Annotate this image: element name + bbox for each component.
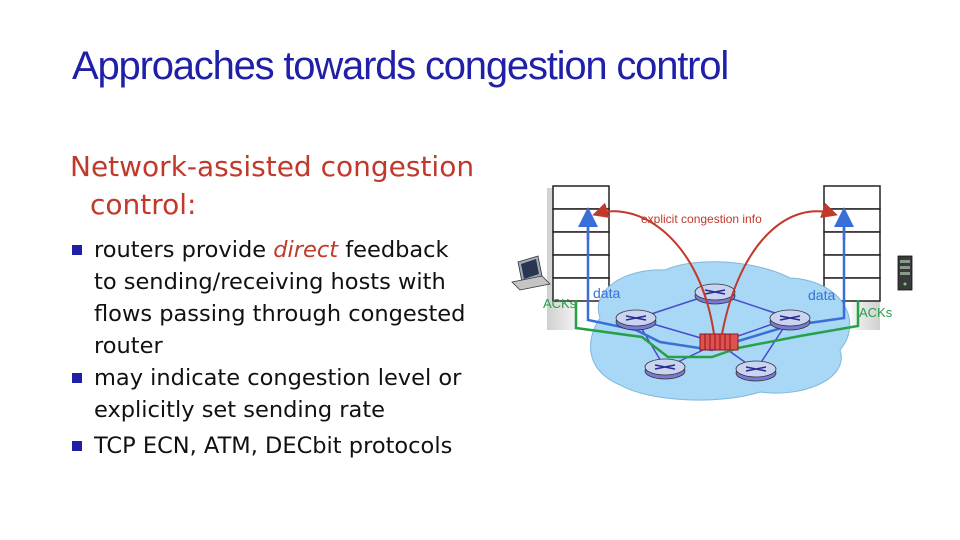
bullet-emphasis: direct xyxy=(273,237,339,263)
bullet-continuation: router xyxy=(94,333,163,359)
router-icon xyxy=(769,309,811,331)
bullet-continuation: flows passing through congested xyxy=(94,301,466,327)
protocol-stack-left xyxy=(552,185,610,302)
bullet-text: feedback xyxy=(338,237,449,263)
router-icon xyxy=(615,309,657,331)
section-heading-line1: Network-assisted congestion xyxy=(70,150,475,183)
explicit-congestion-info-label: explicit congestion info xyxy=(641,212,762,226)
acks-label-right: ACKs xyxy=(859,305,893,320)
bullet-line: TCP ECN, ATM, DECbit protocols xyxy=(94,433,453,459)
bullet-marker-icon xyxy=(72,441,82,451)
sender-host-icon xyxy=(511,255,551,291)
bullet-item: may indicate congestion level or explici… xyxy=(72,362,512,426)
section-heading: Network-assisted congestion control: xyxy=(70,148,510,224)
protocol-stack-right xyxy=(823,185,881,302)
router-icon xyxy=(644,358,686,380)
bullet-text: routers provide xyxy=(94,237,274,263)
bullet-continuation: explicitly set sending rate xyxy=(94,397,386,423)
ack-path-green xyxy=(574,300,860,359)
bullet-line: routers provide direct feedback xyxy=(94,234,512,266)
section-heading-line2: control: xyxy=(90,188,197,221)
bullet-list: routers provide direct feedback to sendi… xyxy=(72,234,512,462)
bullet-item: TCP ECN, ATM, DECbit protocols xyxy=(72,430,512,462)
bullet-line: may indicate congestion level or xyxy=(94,365,462,391)
bullet-marker-icon xyxy=(72,245,82,255)
bullet-continuation: to sending/receiving hosts with xyxy=(94,269,446,295)
bullet-marker-icon xyxy=(72,373,82,383)
receiver-host-icon xyxy=(897,255,913,291)
feedback-arrow-to-receiver xyxy=(721,202,838,335)
bullet-item: routers provide direct feedback to sendi… xyxy=(72,234,512,362)
network-cloud xyxy=(589,261,851,401)
acks-label-left: ACKs xyxy=(543,296,577,311)
data-label-left: data xyxy=(593,285,620,301)
page-title: Approaches towards congestion control xyxy=(72,44,729,88)
congested-router-icon xyxy=(699,333,739,351)
data-label-right: data xyxy=(808,287,835,303)
router-icon xyxy=(735,360,777,382)
router-icons xyxy=(615,283,811,382)
feedback-arrow-to-sender xyxy=(592,202,715,335)
